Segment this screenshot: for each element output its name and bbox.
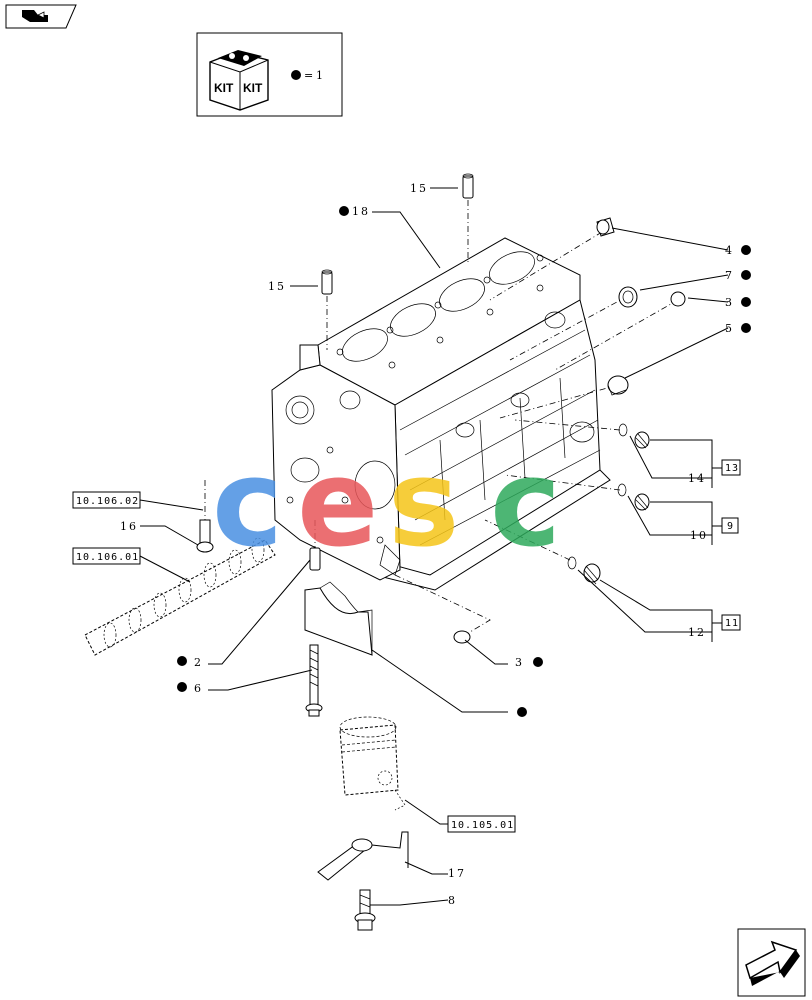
cylinder-block bbox=[271, 237, 611, 591]
callout-3-lower: 3 bbox=[515, 656, 524, 669]
callout-box-9 bbox=[721, 517, 739, 534]
callout-15-top: 15 bbox=[410, 182, 428, 195]
kit-dot-icon bbox=[339, 206, 349, 216]
piston-cooling-nozzle bbox=[317, 831, 409, 881]
kit-dot-icon bbox=[741, 245, 751, 255]
kit-label-right: KIT bbox=[243, 81, 263, 95]
plug-5 bbox=[607, 375, 629, 396]
callout-11: 11 bbox=[725, 618, 739, 629]
kit-label-left: KIT bbox=[214, 81, 234, 95]
ref-link-10-106-01[interactable]: 10.106.01 bbox=[72, 547, 141, 565]
callout-18: 18 bbox=[352, 205, 370, 218]
ref-link-10-106-02[interactable]: 10.106.02 bbox=[72, 491, 141, 509]
arrow-next-icon bbox=[745, 940, 800, 986]
callout-2: 2 bbox=[194, 656, 203, 669]
callout-13: 13 bbox=[725, 463, 739, 474]
watermark-s: s bbox=[388, 435, 459, 574]
ref-link-10-105-01[interactable]: 10.105.01 bbox=[447, 815, 516, 833]
next-page-button[interactable] bbox=[737, 928, 806, 997]
plug-12 bbox=[567, 556, 601, 585]
kit-dot-icon bbox=[741, 270, 751, 280]
kit-equals-value: 1 bbox=[316, 69, 325, 82]
kit-dot-icon bbox=[741, 323, 751, 333]
callout-4: 4 bbox=[725, 244, 734, 257]
callout-6: 6 bbox=[194, 682, 203, 695]
plug-14 bbox=[618, 423, 650, 449]
callout-8: 8 bbox=[448, 894, 457, 907]
ref-10-106-02: 10.106.02 bbox=[76, 496, 139, 507]
cap-bolt-6 bbox=[305, 644, 323, 717]
plug-4 bbox=[596, 217, 615, 237]
piston bbox=[339, 716, 406, 811]
kit-dot-icon bbox=[517, 707, 527, 717]
main-bearing-cap bbox=[304, 581, 373, 656]
dowel-pin-left bbox=[321, 269, 333, 295]
callout-3-upper: 3 bbox=[725, 296, 734, 309]
dowel-pin-2 bbox=[309, 547, 321, 571]
watermark-c2: c bbox=[490, 435, 561, 574]
plug-10 bbox=[617, 483, 650, 511]
callout-14: 14 bbox=[688, 472, 706, 485]
kit-dot-icon bbox=[177, 682, 187, 692]
kit-legend: KIT KIT = 1 bbox=[196, 32, 343, 117]
bushing-16 bbox=[196, 519, 214, 553]
plug-3-lower bbox=[453, 630, 471, 644]
callout-10: 10 bbox=[690, 529, 708, 542]
plug-7 bbox=[618, 286, 638, 308]
callout-17: 17 bbox=[448, 867, 466, 880]
plug-3-upper bbox=[670, 291, 686, 307]
kit-dot-icon bbox=[533, 657, 543, 667]
kit-box-icon: KIT KIT bbox=[209, 50, 269, 111]
dowel-pin-top bbox=[462, 173, 474, 199]
svg-text:=: = bbox=[304, 69, 313, 82]
callout-15-left: 15 bbox=[268, 280, 286, 293]
ref-10-106-01: 10.106.01 bbox=[76, 552, 139, 563]
watermark-e: e bbox=[297, 435, 378, 574]
ref-10-105-01: 10.105.01 bbox=[451, 820, 514, 831]
kit-dot-icon bbox=[177, 656, 187, 666]
camshaft bbox=[84, 537, 276, 656]
callout-box-13 bbox=[721, 459, 741, 476]
kit-dot-icon bbox=[741, 297, 751, 307]
callout-16: 16 bbox=[120, 520, 138, 533]
callout-box-11 bbox=[721, 614, 741, 631]
arrow-back-icon bbox=[22, 10, 48, 22]
callout-5: 5 bbox=[725, 322, 734, 335]
callout-12: 12 bbox=[688, 626, 706, 639]
watermark: c e s c bbox=[212, 435, 561, 574]
prev-page-button[interactable] bbox=[5, 4, 77, 29]
callout-7: 7 bbox=[725, 269, 734, 282]
kit-dot-icon bbox=[291, 70, 301, 80]
watermark-c1: c bbox=[212, 435, 283, 574]
nozzle-bolt-8 bbox=[354, 889, 376, 931]
callout-9: 9 bbox=[727, 521, 734, 532]
